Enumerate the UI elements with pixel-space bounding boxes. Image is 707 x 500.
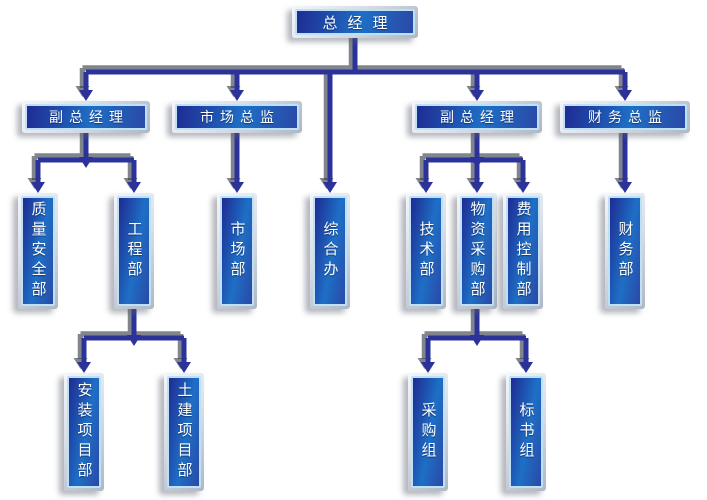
node-general-office-label: 综合办 bbox=[313, 196, 347, 306]
node-civil-project-dept: 土建项目部 bbox=[164, 373, 204, 491]
node-quality-safety-dept: 质量安全部 bbox=[18, 193, 58, 309]
node-marketing-director-label: 市场总监 bbox=[175, 104, 299, 130]
node-quality-safety-dept-label: 质量安全部 bbox=[21, 196, 55, 306]
node-general-manager-label: 总经理 bbox=[295, 9, 415, 35]
node-installation-project-dept-label: 安装项目部 bbox=[67, 376, 101, 488]
node-marketing-dept-label: 市场部 bbox=[220, 196, 254, 306]
node-installation-project-dept: 安装项目部 bbox=[64, 373, 104, 491]
node-cost-control-dept: 费用控制部 bbox=[503, 193, 543, 309]
node-deputy-gm-left-label: 副总经理 bbox=[25, 104, 147, 130]
node-engineering-dept: 工程部 bbox=[114, 193, 154, 309]
node-civil-project-dept-label: 土建项目部 bbox=[167, 376, 201, 488]
node-general-manager: 总经理 bbox=[292, 6, 418, 38]
node-finance-director: 财务总监 bbox=[560, 101, 690, 133]
arrow-down-icon bbox=[31, 90, 632, 373]
node-deputy-gm-right-label: 副总经理 bbox=[415, 104, 539, 130]
node-bid-document-group-label: 标书组 bbox=[509, 376, 543, 488]
node-technology-dept-label: 技术部 bbox=[409, 196, 443, 306]
node-general-office: 综合办 bbox=[310, 193, 350, 309]
node-finance-director-label: 财务总监 bbox=[563, 104, 687, 130]
node-finance-dept: 财务部 bbox=[605, 193, 645, 309]
connector-main-layer bbox=[31, 38, 632, 373]
node-engineering-dept-label: 工程部 bbox=[117, 196, 151, 306]
node-finance-dept-label: 财务部 bbox=[608, 196, 642, 306]
node-deputy-gm-right: 副总经理 bbox=[412, 101, 542, 133]
node-cost-control-dept-label: 费用控制部 bbox=[506, 196, 540, 306]
node-purchasing-group: 采购组 bbox=[408, 373, 448, 491]
node-marketing-dept: 市场部 bbox=[217, 193, 257, 309]
node-deputy-gm-left: 副总经理 bbox=[22, 101, 150, 133]
node-purchasing-group-label: 采购组 bbox=[411, 376, 445, 488]
node-materials-purchasing-dept-label: 物资采购部 bbox=[460, 196, 494, 306]
node-bid-document-group: 标书组 bbox=[506, 373, 546, 491]
node-materials-purchasing-dept: 物资采购部 bbox=[457, 193, 497, 309]
node-marketing-director: 市场总监 bbox=[172, 101, 302, 133]
node-technology-dept: 技术部 bbox=[406, 193, 446, 309]
